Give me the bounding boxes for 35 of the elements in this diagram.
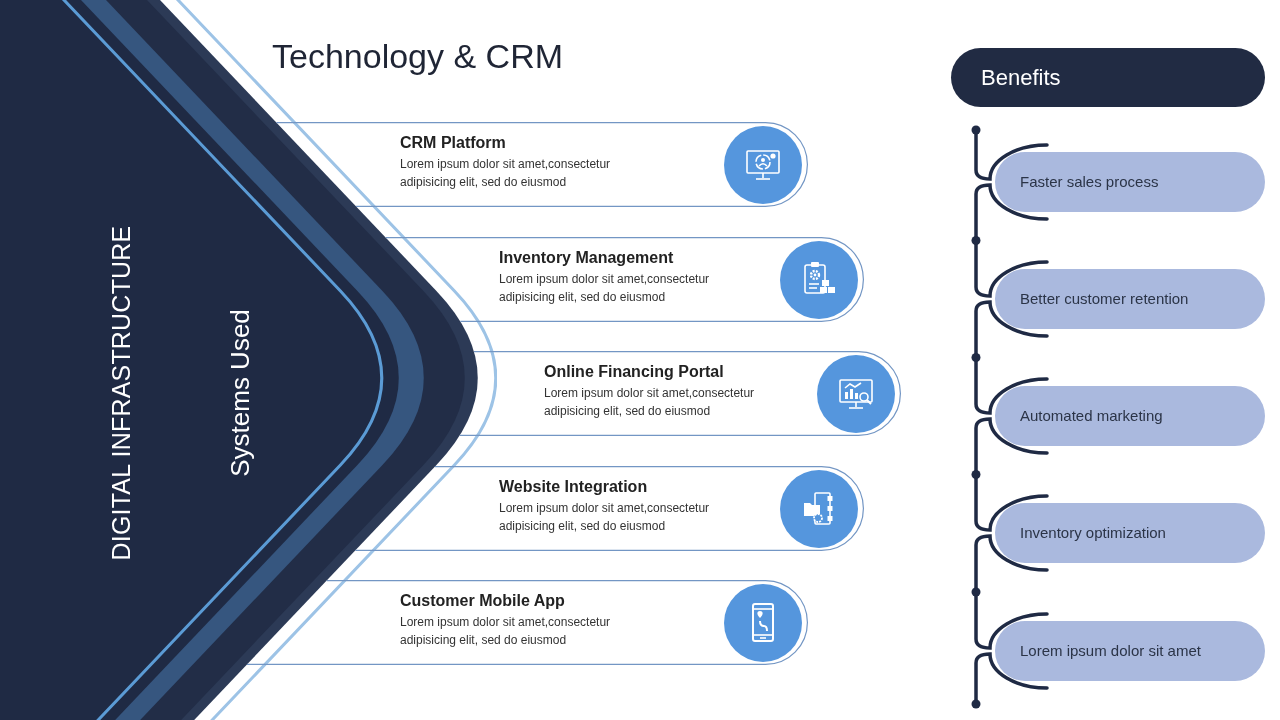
timeline-connector — [971, 652, 1049, 709]
timeline-connector — [974, 300, 1049, 415]
benefit-pill — [995, 503, 1265, 563]
benefit-text: Faster sales process — [1020, 172, 1159, 192]
timeline-connector — [974, 534, 1049, 650]
timeline-connector — [974, 183, 1049, 298]
title: Technology & CRM — [272, 36, 563, 77]
card-body-text: Lorem ipsum dolor sit amet,consectetur adipisicing elit, sed do eiusmod — [544, 385, 756, 420]
rounded-card — [385, 237, 864, 322]
card-body-text: Lorem ipsum dolor sit amet,consectetur adipisicing elit, sed do eiusmod — [499, 500, 711, 535]
card-body-text: Lorem ipsum dolor sit amet,consectetur adipisicing elit, sed do eiusmod — [499, 271, 711, 306]
rounded-card — [459, 351, 901, 436]
card-heading: CRM Platform — [400, 133, 506, 153]
card-heading: Online Financing Portal — [544, 362, 724, 382]
timeline-connector — [971, 125, 1049, 181]
card-body-text: Lorem ipsum dolor sit amet,consectetur adipisicing elit, sed do eiusmod — [400, 156, 612, 191]
benefit-pill — [995, 269, 1265, 329]
rounded-card — [276, 122, 808, 207]
vertical-text: Systems Used — [227, 309, 253, 477]
card-heading: Customer Mobile App — [400, 591, 565, 611]
card-heading: Website Integration — [499, 477, 648, 497]
rounded-card — [247, 580, 808, 665]
card-heading: Inventory Management — [499, 248, 674, 268]
header-text: Benefits — [981, 63, 1061, 92]
benefit-text: Automated marketing — [1020, 406, 1163, 426]
card-body-text: Lorem ipsum dolor sit amet,consectetur adipisicing elit, sed do eiusmod — [400, 614, 612, 649]
rounded-card — [355, 466, 864, 551]
benefit-text: Lorem ipsum dolor sit amet — [1020, 641, 1201, 661]
benefit-text: Better customer retention — [1020, 289, 1189, 309]
benefit-text: Inventory optimization — [1020, 523, 1166, 543]
benefit-pill — [995, 386, 1265, 446]
vertical-text: DIGITAL INFRASTRUCTURE — [108, 225, 134, 561]
timeline-connector — [974, 417, 1049, 532]
benefit-pill — [995, 152, 1265, 212]
benefit-pill — [995, 621, 1265, 681]
